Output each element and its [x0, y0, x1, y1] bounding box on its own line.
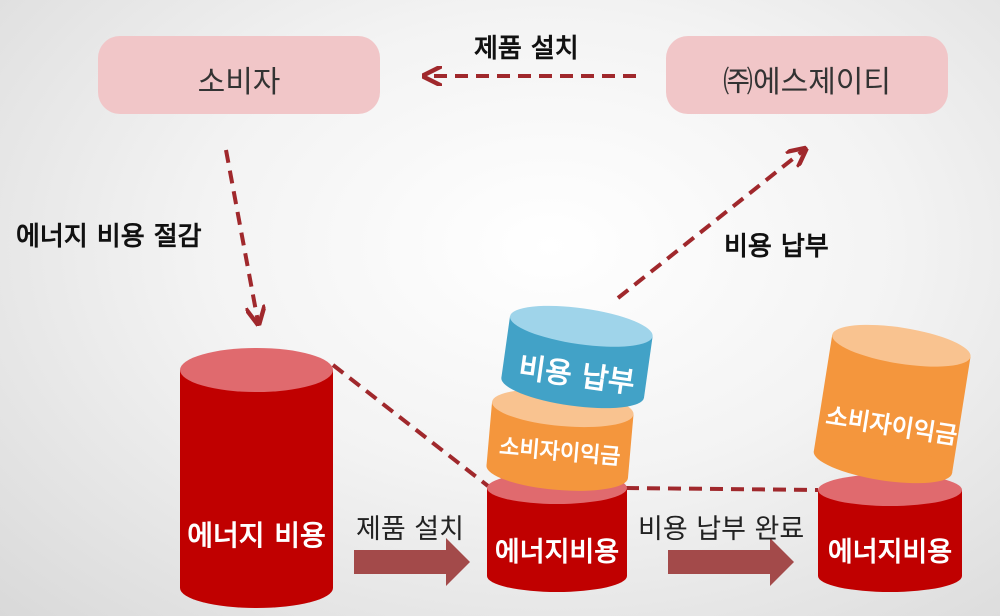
- savings-dashed-arrow: [224, 149, 258, 322]
- energy-cost-big-label: 에너지 비용: [187, 519, 326, 552]
- energy-cost-cylinder-right: [818, 474, 962, 592]
- consumer-profit-cylinder-right: [813, 324, 971, 484]
- energy-cost-cylinder-big: [180, 348, 333, 608]
- install-bottom-label: 제품 설치: [356, 514, 464, 545]
- payment-complete-block-arrow: [668, 538, 794, 586]
- fee-payment-label: 비용 납부: [724, 232, 829, 262]
- install-block-arrow: [354, 538, 470, 586]
- fee-payment-disk: [501, 305, 653, 409]
- energy-cost-mid-label: 에너지비용: [494, 537, 620, 568]
- company-box: [666, 36, 948, 114]
- energy-savings-label: 에너지 비용 절감: [16, 222, 202, 252]
- energy-cost-right-label: 에너지비용: [827, 537, 953, 568]
- consumer-label: 소비자: [197, 65, 281, 100]
- payment-dashed-arrow: [616, 150, 804, 300]
- consumer-box: [98, 36, 380, 114]
- install-top-label: 제품 설치: [474, 34, 579, 64]
- reduction-dashed-line: [331, 363, 490, 488]
- company-label: ㈜에스제이티: [723, 65, 891, 100]
- level-dashed-line: [625, 486, 819, 492]
- payment-complete-label: 비용 납부 완료: [638, 514, 805, 545]
